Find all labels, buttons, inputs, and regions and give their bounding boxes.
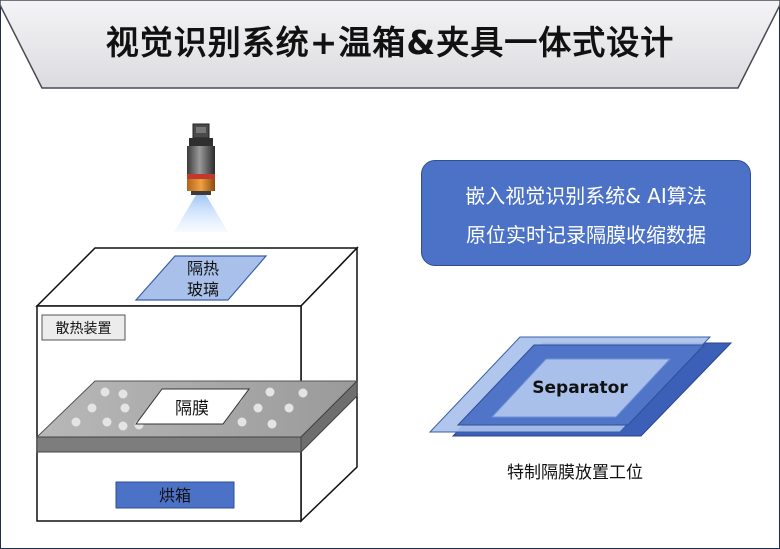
oven-label-box [115, 481, 235, 509]
info-line-2: 原位实时记录隔膜收缩数据 [466, 223, 706, 247]
heat-dissipation-box [41, 314, 126, 341]
heat-dissipation-label: 散热装置 [56, 321, 112, 337]
oven-label: 烘箱 [159, 486, 191, 505]
camera-light-beam [174, 195, 228, 232]
membrane-sample [135, 388, 250, 425]
insulating-glass [134, 255, 268, 301]
glass-label-1: 隔热 [187, 259, 219, 278]
camera-icon [187, 123, 215, 195]
separator-station [428, 336, 733, 437]
glass-label-2: 玻璃 [187, 280, 219, 299]
separator-label: Separator [532, 378, 628, 398]
separator-station-caption: 特制隔膜放置工位 [507, 463, 643, 483]
info-line-1: 嵌入视觉识别系统& AI算法 [465, 184, 707, 208]
title-banner [0, 0, 780, 89]
info-box: 嵌入视觉识别系统& AI算法 原位实时记录隔膜收缩数据 [421, 160, 751, 266]
page-title: 视觉识别系统+温箱&夹具一体式设计 [105, 23, 675, 62]
membrane-label: 隔膜 [175, 399, 209, 419]
